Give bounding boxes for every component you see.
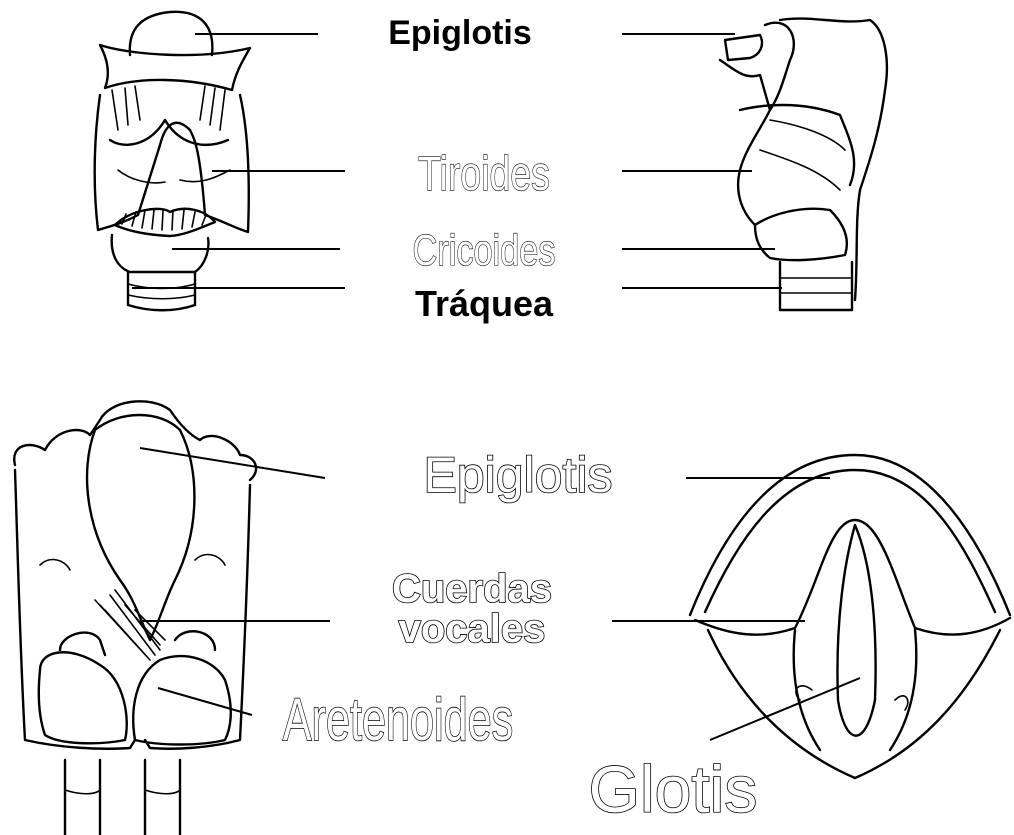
larynx-front-view-drawing [95,12,250,310]
larynx-posterior-view-drawing [14,401,256,835]
label-aretenoides: Aretenoides [283,687,513,754]
label-cricoides: Cricoides [413,226,556,275]
larynx-lateral-view-drawing [720,19,887,310]
label-epiglotis-bottom: Epiglotis [424,447,613,503]
label-tiroides: Tiroides [418,148,550,202]
label-epiglotis-top: Epiglotis [388,14,532,52]
label-traquea: Tráquea [415,283,554,324]
label-vocales: vocales [399,607,546,651]
glottis-superior-view-drawing [690,455,1010,778]
label-glotis: Glotis [589,752,758,826]
label-cuerdas: Cuerdas [392,567,552,611]
